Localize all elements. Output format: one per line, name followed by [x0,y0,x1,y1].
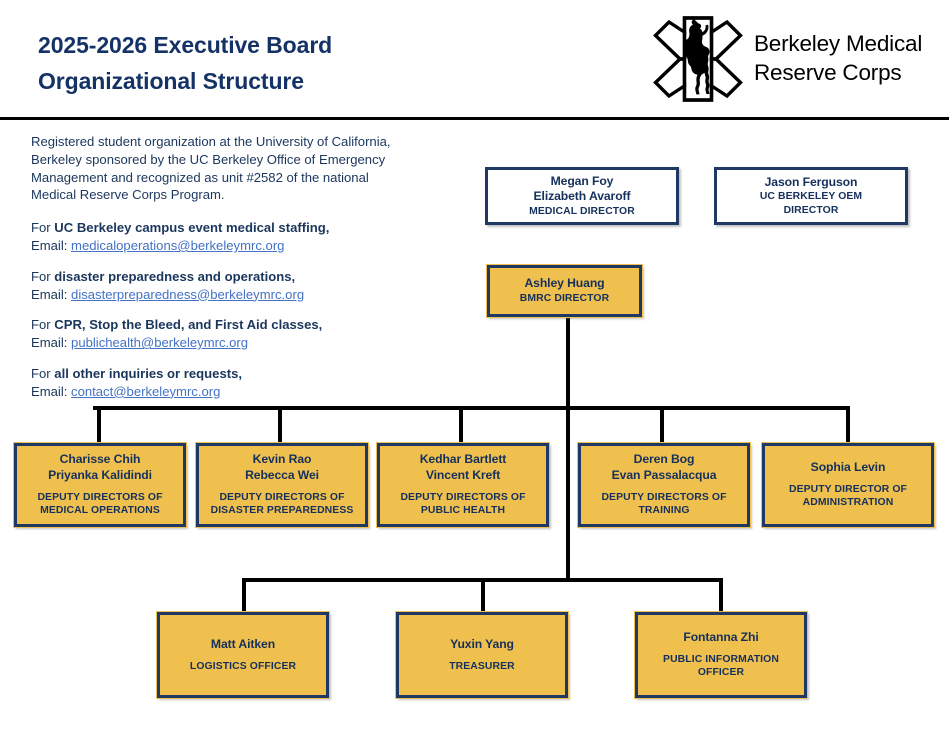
node-medical-director[interactable]: Megan Foy Elizabeth Avaroff MEDICAL DIRE… [485,167,679,225]
node-person-line-1: Matt Aitken [210,636,276,651]
node-role-line-1: UC BERKELEY OEM [759,191,863,203]
contact-topic: For disaster preparedness and operations… [31,268,403,286]
connector-deputy-bar [93,406,850,410]
node-role-line-2: DIRECTOR [783,204,839,216]
email-link-medical-operations[interactable]: medicaloperations@berkeleymrc.org [71,237,285,253]
logo-wordmark: Berkeley Medical Reserve Corps [754,30,944,88]
node-deputy-administration[interactable]: Sophia Levin DEPUTY DIRECTOR OF ADMINIST… [761,442,935,528]
star-of-life-with-bear-icon [648,10,748,108]
contact-topic-text: UC Berkeley campus event medical staffin… [54,220,330,236]
organization-logo: Berkeley Medical Reserve Corps [648,8,938,108]
connector-director-stem [566,317,570,410]
node-person-line-2: Evan Passalacqua [611,467,717,482]
node-person-line-2: Vincent Kreft [425,467,501,482]
contact-block-public-health: For CPR, Stop the Bleed, and First Aid c… [31,316,403,352]
contact-email-line: Email: publichealth@berkeleymrc.org [31,334,403,352]
connector-officer-stem [566,410,570,582]
page-title-line-2: Organizational Structure [38,67,304,94]
contact-prefix: For [31,317,55,333]
email-link-public-health[interactable]: publichealth@berkeleymrc.org [71,335,249,351]
node-role-line-1: TREASURER [449,660,515,672]
node-treasurer[interactable]: Yuxin Yang TREASURER [395,611,569,699]
node-role-line-1: BMRC DIRECTOR [519,293,610,305]
contact-topic-text: disaster preparedness and operations, [54,268,296,284]
node-person-line-1: Fontanna Zhi [683,630,759,645]
node-role-line-2: ADMINISTRATION [802,497,894,509]
logo-wordmark-line-2: Reserve Corps [754,59,902,85]
node-deputy-disaster-preparedness[interactable]: Kevin Rao Rebecca Wei DEPUTY DIRECTORS O… [195,442,369,528]
node-logistics-officer[interactable]: Matt Aitken LOGISTICS OFFICER [156,611,330,699]
logo-wordmark-line-1: Berkeley Medical [754,31,923,56]
node-role-line-2: OFFICER [697,667,745,679]
contact-email-line: Email: disasterpreparedness@berkeleymrc.… [31,286,403,304]
node-person-line-1: Charisse Chih [59,452,141,467]
node-role-line-1: MEDICAL DIRECTOR [529,205,635,217]
node-deputy-training[interactable]: Deren Bog Evan Passalacqua DEPUTY DIRECT… [577,442,751,528]
contact-email-label: Email: [31,383,72,399]
contact-prefix: For [31,220,55,236]
node-person-line-1: Kedhar Bartlett [419,452,507,467]
node-deputy-public-health[interactable]: Kedhar Bartlett Vincent Kreft DEPUTY DIR… [376,442,550,528]
node-person-line-1: Deren Bog [633,452,695,467]
connector-drop-deputy-3 [459,406,463,444]
node-role-line-1: DEPUTY DIRECTORS OF [219,491,345,503]
node-role-line-1: DEPUTY DIRECTORS OF [400,491,526,503]
node-person-line-1: Sophia Levin [810,460,886,475]
contact-topic: For all other inquiries or requests, [31,365,403,383]
page-title-line-1: 2025-2026 Executive Board [38,32,333,58]
node-role-line-1: DEPUTY DIRECTORS OF [601,491,727,503]
connector-drop-officer-3 [719,578,723,614]
contact-topic: For UC Berkeley campus event medical sta… [31,219,403,237]
node-person-line-2: Elizabeth Avaroff [533,189,631,204]
node-public-information-officer[interactable]: Fontanna Zhi PUBLIC INFORMATION OFFICER [634,611,808,699]
contact-block-disaster-preparedness: For disaster preparedness and operations… [31,268,403,304]
contact-email-line: Email: medicaloperations@berkeleymrc.org [31,237,403,255]
email-link-disaster-preparedness[interactable]: disasterpreparedness@berkeleymrc.org [71,286,305,302]
contact-topic: For CPR, Stop the Bleed, and First Aid c… [31,316,403,334]
node-deputy-medical-operations[interactable]: Charisse Chih Priyanka Kalidindi DEPUTY … [13,442,187,528]
contact-email-line: Email: contact@berkeleymrc.org [31,383,403,401]
node-person-line-1: Jason Ferguson [764,174,858,189]
node-role-line-2: TRAINING [638,505,690,517]
contact-email-label: Email: [31,237,72,253]
contact-prefix: For [31,365,55,381]
node-role-line-1: DEPUTY DIRECTORS OF [37,491,163,503]
connector-drop-deputy-2 [278,406,282,444]
node-person-line-1: Megan Foy [550,173,614,188]
node-person-line-1: Ashley Huang [524,276,605,291]
node-role-line-2: MEDICAL OPERATIONS [40,505,160,517]
organization-info: Registered student organization at the U… [31,133,403,414]
contact-prefix: For [31,268,55,284]
contact-email-label: Email: [31,286,72,302]
node-person-line-1: Kevin Rao [252,452,312,467]
connector-drop-deputy-5 [846,406,850,444]
contact-block-general: For all other inquiries or requests, Ema… [31,365,403,401]
connector-drop-officer-2 [481,578,485,614]
email-link-contact[interactable]: contact@berkeleymrc.org [71,383,221,399]
node-person-line-1: Yuxin Yang [450,636,514,651]
connector-drop-deputy-1 [97,406,101,444]
node-role-line-1: LOGISTICS OFFICER [189,660,297,672]
page-header: 2025-2026 Executive Board Organizational… [0,0,949,120]
intro-paragraph: Registered student organization at the U… [31,134,391,203]
connector-drop-deputy-4 [660,406,664,444]
page-title: 2025-2026 Executive Board Organizational… [38,28,498,99]
node-role-line-1: PUBLIC INFORMATION [663,653,779,665]
contact-email-label: Email: [31,335,72,351]
node-person-line-2: Rebecca Wei [245,467,319,482]
connector-drop-officer-1 [242,578,246,614]
header-divider [0,117,949,120]
node-role-line-2: PUBLIC HEALTH [420,505,506,517]
contact-topic-text: CPR, Stop the Bleed, and First Aid class… [54,317,323,333]
node-role-line-2: DISASTER PREPAREDNESS [210,505,354,517]
contact-block-medical-operations: For UC Berkeley campus event medical sta… [31,219,403,255]
node-uc-berkeley-oem-director[interactable]: Jason Ferguson UC BERKELEY OEM DIRECTOR [714,167,908,225]
node-role-line-1: DEPUTY DIRECTOR OF [788,483,908,495]
contact-topic-text: all other inquiries or requests, [54,365,243,381]
node-bmrc-director[interactable]: Ashley Huang BMRC DIRECTOR [486,264,643,318]
node-person-line-2: Priyanka Kalidindi [48,467,152,482]
